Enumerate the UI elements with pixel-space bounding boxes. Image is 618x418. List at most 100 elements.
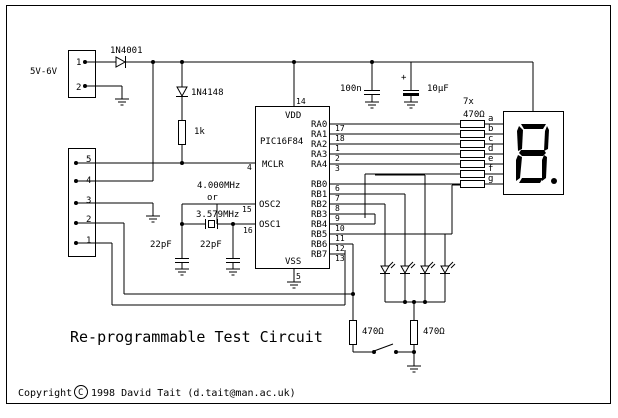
- resistor-1k: [178, 120, 186, 163]
- portb-pin: 11: [335, 234, 345, 243]
- cap-osc2-label: 22pF: [200, 240, 222, 250]
- chip-osc2: OSC2: [259, 200, 281, 210]
- porta-label: RA0: [311, 120, 327, 130]
- push-switch: [372, 343, 414, 354]
- portb-label: RB7: [311, 250, 327, 260]
- crystal-or: or: [207, 193, 218, 203]
- segment-resistors: [460, 120, 503, 188]
- portb-label: RB3: [311, 210, 327, 220]
- portb-pin: 9: [335, 214, 340, 223]
- portb-label: RB5: [311, 230, 327, 240]
- cap-plus: +: [401, 73, 407, 83]
- chip-vss-pin: 5: [296, 272, 301, 281]
- segment-resistor-value: 470Ω: [463, 110, 485, 120]
- cap-osc1-label: 22pF: [150, 240, 172, 250]
- chip-osc1: OSC1: [259, 220, 281, 230]
- chip-osc1-pin: 16: [243, 226, 253, 235]
- portb-pins: RB0 RB1 RB2 RB3 RB4 RB5 RB6 RB7 6 7 8 9 …: [311, 173, 460, 266]
- capacitor-osc2: [226, 258, 240, 276]
- resistor-1k-label: 1k: [194, 127, 205, 137]
- ground-symbol-vss: [287, 269, 301, 289]
- portb-label: RB1: [311, 190, 327, 200]
- diode-1n4001: [115, 56, 153, 68]
- seven-segment-display: [503, 111, 564, 195]
- prog-connector: 5 4 3 2 1: [68, 148, 353, 306]
- porta-label: RA2: [311, 140, 327, 150]
- chip-vdd: VDD: [285, 111, 301, 121]
- chip-osc2-pin: 15: [242, 205, 252, 214]
- page-border: [6, 5, 611, 404]
- capacitor-10uf: [403, 62, 419, 109]
- prog-pin-3: 3: [86, 196, 91, 206]
- segment-label-e: e: [488, 154, 493, 164]
- chip-mclr-pin: 4: [247, 163, 252, 172]
- portb-pin: 13: [335, 254, 345, 263]
- led-2: [400, 261, 416, 302]
- segment-label-f: f: [488, 164, 493, 174]
- portb-pin: 6: [335, 184, 340, 193]
- decimal-point: [551, 178, 557, 184]
- capacitor-100n: [364, 62, 380, 109]
- ground-symbol-prog: [146, 215, 160, 223]
- porta-label: RA3: [311, 150, 327, 160]
- power-pin-2: 2: [76, 83, 81, 93]
- porta-pin: 2: [335, 154, 340, 163]
- copyright-symbol: C: [78, 388, 83, 398]
- power-connector: 1 2: [68, 50, 123, 99]
- porta-label: RA1: [311, 130, 327, 140]
- led-array: [380, 234, 456, 304]
- copyright-circle: [74, 385, 88, 399]
- pic-chip: [255, 106, 330, 269]
- led-1: [380, 261, 396, 302]
- porta-pin: 1: [335, 144, 340, 153]
- led-3: [420, 261, 436, 302]
- segment-resistor-count: 7x: [463, 97, 474, 107]
- resistor-led-label: 470Ω: [423, 327, 445, 337]
- portb-label: RB4: [311, 220, 327, 230]
- chip-mclr: MCLR: [262, 160, 284, 170]
- portb-pin: 8: [335, 204, 340, 213]
- copyright-word: Copyright: [18, 388, 72, 399]
- portb-pin: 10: [335, 224, 345, 233]
- diagram-title: Re-programmable Test Circuit: [70, 328, 323, 346]
- portb-pin: 7: [335, 194, 340, 203]
- chip-vdd-pin: 14: [296, 97, 306, 106]
- segment-label-b: b: [488, 124, 493, 134]
- chip-vss: VSS: [285, 257, 301, 267]
- resistor-led: [407, 302, 421, 373]
- prog-pin-1: 1: [86, 236, 91, 246]
- copyright-text: 1998 David Tait (d.tait@man.ac.uk): [91, 388, 296, 399]
- portb-label: RB0: [311, 180, 327, 190]
- prog-pin-5: 5: [86, 155, 91, 165]
- crystal-freq-2: 3.579MHz: [196, 210, 239, 220]
- porta-pin: 17: [335, 124, 345, 133]
- ground-symbol-power: [115, 98, 129, 106]
- capacitor-osc1: [175, 258, 189, 276]
- porta-pin: 18: [335, 134, 345, 143]
- power-pin-1: 1: [76, 58, 81, 68]
- segment-label-d: d: [488, 144, 493, 154]
- porta-pins: RA0 RA1 RA2 RA3 RA4 17 18 1 2 3: [311, 120, 460, 173]
- portb-label: RB6: [311, 240, 327, 250]
- diode1-label: 1N4001: [110, 46, 143, 56]
- prog-pin-4: 4: [86, 176, 91, 186]
- prog-pin-2: 2: [86, 215, 91, 225]
- segment-label-g: g: [488, 174, 493, 184]
- diode-1n4148: [176, 62, 188, 120]
- segment-label-c: c: [488, 134, 493, 144]
- diode2-label: 1N4148: [191, 88, 224, 98]
- crystal: [181, 203, 255, 258]
- segment-label-a: a: [488, 114, 493, 124]
- porta-pin: 3: [335, 164, 340, 173]
- cap-100n-label: 100n: [340, 84, 362, 94]
- segment-labels: a b c d e f g: [488, 114, 493, 184]
- resistor-switch-label: 470Ω: [362, 327, 384, 337]
- porta-label: RA4: [311, 160, 327, 170]
- resistor-switch: [349, 320, 372, 353]
- crystal-freq-1: 4.000MHz: [197, 181, 240, 191]
- portb-label: RB2: [311, 200, 327, 210]
- chip-name: PIC16F84: [260, 137, 303, 147]
- led-4: [440, 261, 456, 302]
- supply-label: 5V-6V: [30, 67, 58, 77]
